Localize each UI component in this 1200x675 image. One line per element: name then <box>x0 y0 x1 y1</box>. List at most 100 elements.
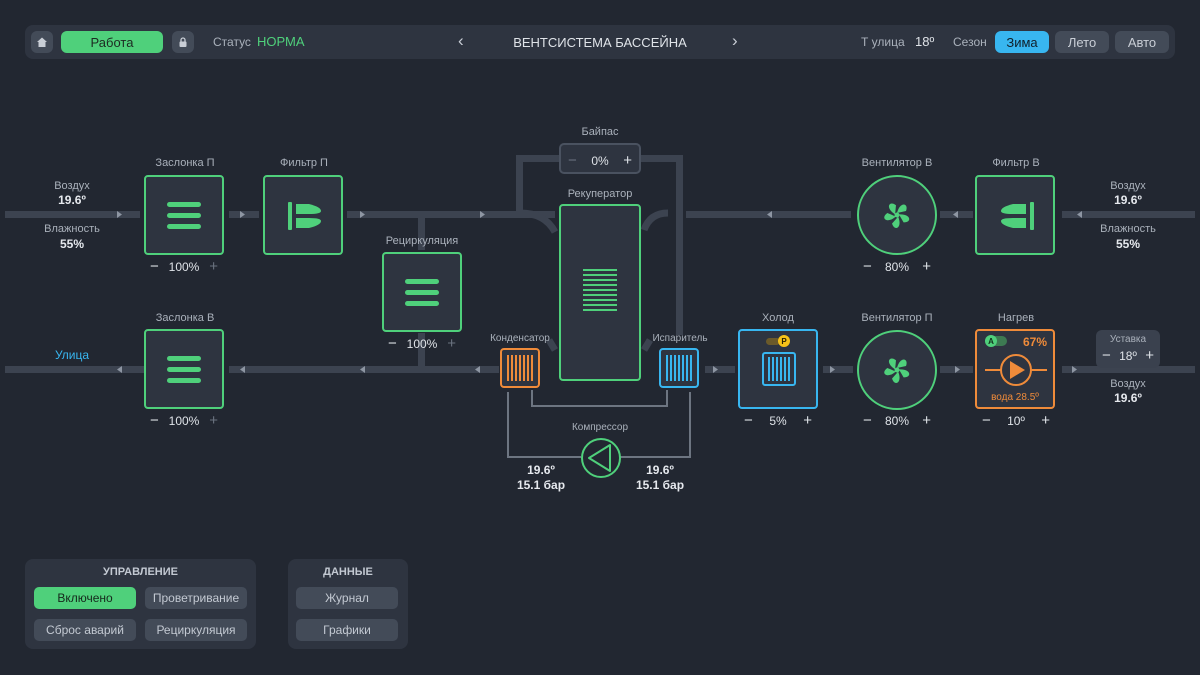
compressor-left-pressure: 15.1 бар <box>516 478 566 492</box>
refrigerant-loop <box>507 390 691 458</box>
page-title: ВЕНТСИСТЕМА БАССЕЙНА <box>513 35 687 50</box>
fan-supply-plus-button[interactable]: + <box>922 412 931 429</box>
bypass-minus-button[interactable]: − <box>568 152 577 169</box>
data-panel-title: ДАННЫЕ <box>323 566 373 578</box>
fan-exhaust-plus-button[interactable]: + <box>922 258 931 275</box>
coil-icon <box>762 352 796 386</box>
supply-air-temp: 19.6º <box>58 193 86 207</box>
recirculation-value: 100% <box>406 336 438 351</box>
fan-exhaust-value: 80% <box>884 259 910 274</box>
damper-exhaust-control: − 100% + <box>150 412 218 429</box>
damper-exhaust-label: Заслонка В <box>155 312 215 324</box>
supply-humidity-value: 55% <box>59 237 85 251</box>
evaporator-label: Испаритель <box>652 333 708 344</box>
season-summer-button[interactable]: Лето <box>1055 31 1109 53</box>
damper-exhaust-plus-button[interactable]: + <box>209 412 218 429</box>
fan-supply-value: 80% <box>884 413 910 428</box>
fan-exhaust-control: − 80% + <box>863 258 931 275</box>
damper-exhaust-minus-button[interactable]: − <box>150 412 159 429</box>
status-value: НОРМА <box>257 34 305 49</box>
damper-icon <box>167 202 201 229</box>
season-auto-button[interactable]: Авто <box>1115 31 1169 53</box>
charts-button[interactable]: Графики <box>296 619 398 641</box>
control-panel-title: УПРАВЛЕНИЕ <box>103 566 178 578</box>
exhaust-air-label: Воздух <box>1110 180 1146 192</box>
condenser[interactable] <box>500 348 540 388</box>
outdoor-temp-value: 18º <box>915 34 935 49</box>
cooling-value: 5% <box>769 413 787 428</box>
exhaust-air-temp: 19.6º <box>1114 193 1142 207</box>
recirculation-plus-button[interactable]: + <box>447 335 456 352</box>
recuperator[interactable] <box>559 204 641 381</box>
bypass-plus-button[interactable]: + <box>623 152 632 169</box>
recirculation-mode-button[interactable]: Рециркуляция <box>145 619 247 641</box>
heating-plus-button[interactable]: + <box>1041 412 1050 429</box>
journal-button[interactable]: Журнал <box>296 587 398 609</box>
filter-exhaust[interactable] <box>975 175 1055 255</box>
supply-out-air-temp: 19.6º <box>1114 391 1142 405</box>
filter-supply-label: Фильтр П <box>280 157 328 169</box>
street-label: Улица <box>54 348 90 362</box>
filter-icon <box>1001 202 1034 230</box>
top-bar: Работа Статус НОРМА ‹ ВЕНТСИСТЕМА БАССЕЙ… <box>25 25 1175 59</box>
damper-supply-minus-button[interactable]: − <box>150 258 159 275</box>
compressor-left-temp: 19.6º <box>527 463 555 477</box>
cooling-badge: P <box>778 335 790 347</box>
cooling-toggle[interactable] <box>766 338 780 345</box>
recirculation-control: − 100% + <box>388 335 456 352</box>
bypass-control: − 0% + <box>559 143 641 174</box>
fan-exhaust-minus-button[interactable]: − <box>863 258 872 275</box>
fan-icon <box>884 203 910 228</box>
damper-supply[interactable] <box>144 175 224 255</box>
evaporator[interactable] <box>659 348 699 388</box>
setpoint-minus-button[interactable]: − <box>1102 347 1111 364</box>
damper-supply-label: Заслонка П <box>155 157 215 169</box>
cooling-minus-button[interactable]: − <box>744 412 753 429</box>
mode-work-button[interactable]: Работа <box>61 31 163 53</box>
recuperator-icon <box>583 269 617 311</box>
compressor-right-temp: 19.6º <box>646 463 674 477</box>
season-label: Сезон <box>953 35 987 49</box>
recirculation-minus-button[interactable]: − <box>388 335 397 352</box>
status-label: Статус <box>213 35 251 49</box>
setpoint-label: Уставка <box>1109 334 1147 345</box>
cooling-control: − 5% + <box>744 412 812 429</box>
recirculation-damper[interactable] <box>382 252 462 332</box>
reset-alarms-button[interactable]: Сброс аварий <box>34 619 136 641</box>
control-panel: УПРАВЛЕНИЕ Включено Проветривание Сброс … <box>25 559 256 649</box>
bypass-label: Байпас <box>581 126 619 138</box>
next-system-button[interactable]: › <box>732 31 738 50</box>
ventilation-button[interactable]: Проветривание <box>145 587 247 609</box>
season-winter-button[interactable]: Зима <box>995 31 1049 53</box>
power-on-button[interactable]: Включено <box>34 587 136 609</box>
lock-button[interactable] <box>172 31 194 53</box>
prev-system-button[interactable]: ‹ <box>458 31 464 50</box>
cooling-plus-button[interactable]: + <box>803 412 812 429</box>
condenser-label: Конденсатор <box>490 333 550 344</box>
filter-supply[interactable] <box>263 175 343 255</box>
heating-coil[interactable]: A 67% вода 28.5º <box>975 329 1055 409</box>
fan-exhaust[interactable] <box>856 174 938 256</box>
damper-supply-control: − 100% + <box>150 258 218 275</box>
fan-supply[interactable] <box>856 329 938 411</box>
fan-supply-minus-button[interactable]: − <box>863 412 872 429</box>
heating-minus-button[interactable]: − <box>982 412 991 429</box>
setpoint-plus-button[interactable]: + <box>1145 347 1154 364</box>
cooling-label: Холод <box>762 312 794 324</box>
heating-auto-badge: A <box>985 335 997 347</box>
recirculation-label: Рециркуляция <box>385 235 459 247</box>
heating-water-temp: вода 28.5º <box>991 392 1039 403</box>
home-button[interactable] <box>31 31 53 53</box>
compressor-icon[interactable] <box>580 437 622 479</box>
coil-icon <box>666 355 692 381</box>
damper-exhaust-value: 100% <box>168 413 200 428</box>
lock-icon <box>179 37 187 47</box>
damper-supply-plus-button[interactable]: + <box>209 258 218 275</box>
filter-icon <box>288 202 321 230</box>
home-icon <box>37 37 47 47</box>
damper-icon <box>167 356 201 383</box>
cooling-coil[interactable]: P <box>738 329 818 409</box>
damper-exhaust[interactable] <box>144 329 224 409</box>
setpoint-control: Уставка − 18º + <box>1096 330 1160 368</box>
fan-icon <box>884 358 910 383</box>
